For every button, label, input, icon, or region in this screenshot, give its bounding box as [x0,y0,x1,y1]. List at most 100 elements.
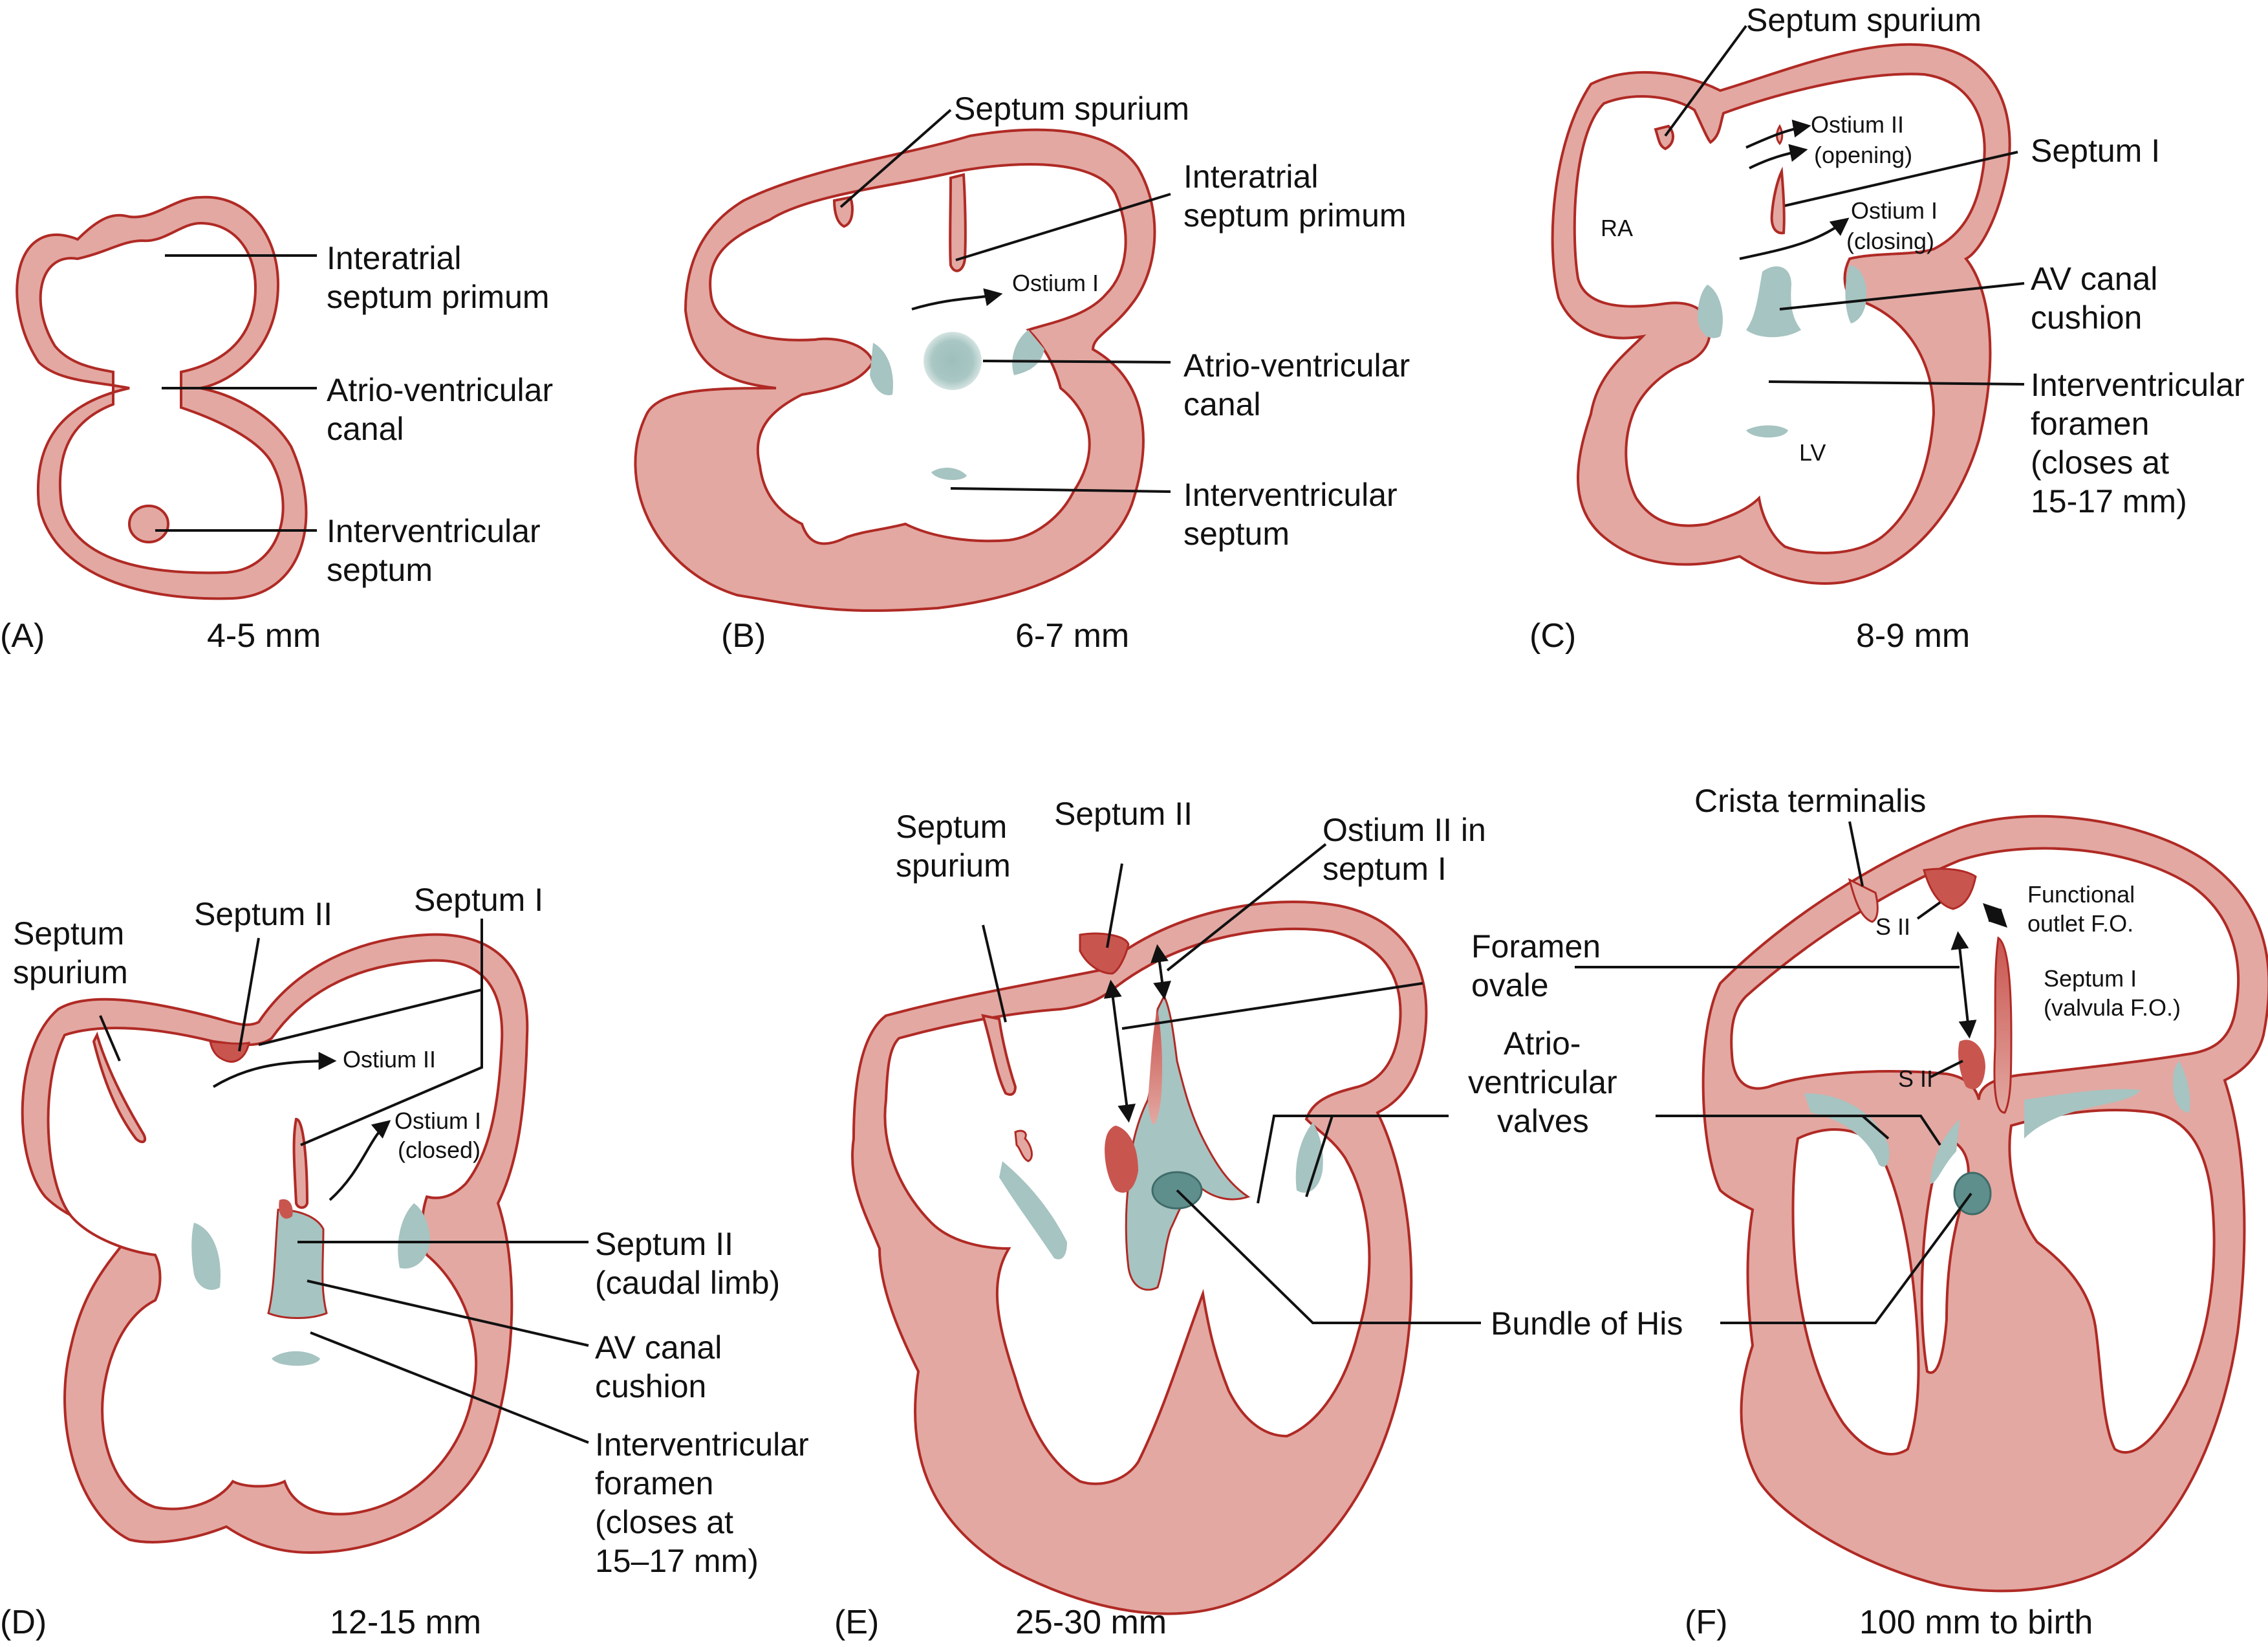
panel-e-letter: (E) [834,1604,879,1641]
panel-c-right-cushion [1845,265,1867,323]
panel-e-label-foramen: Foramen [1471,928,1601,965]
panel-d-leader-septum-ii [238,937,260,1052]
panel-e-leader-spurium [982,924,1007,1023]
panel-c-size: 8-9 mm [1856,617,1970,655]
panel-b-leader-iv [950,487,1171,493]
panel-b-av-canal-blob [923,332,982,390]
panel-b-label-iv: Interventricular [1183,477,1398,513]
panel-f-leader-s-ii-upper [1916,901,1941,920]
panel-e-label-ostium-ii: Ostium II in [1323,812,1486,848]
panel-b-letter: (B) [721,617,766,655]
panel-c-label-ostium-ii: Ostium II [1811,111,1904,138]
panel-a-label-iv: Interventricular [327,513,541,549]
panel-c-septum-i [1770,166,1786,235]
panel-d-leader-spurium [99,1015,121,1062]
panel-f-leader-valves-b [1859,1115,1921,1140]
panel-e-label-septum-i: septum I [1323,851,1447,887]
panel-f-outlet-arrow [1983,903,2007,928]
panel-b-label-interatrial: Interatrial [1183,158,1318,195]
panel-e-foramen-arrow-2 [1150,944,1171,1000]
panel-b-label-av: Atrio-ventricular [1183,347,1410,384]
panel-c-letter: (C) [1529,617,1576,655]
panel-c-leader-iv [1768,380,2025,386]
panel-c-label-closing: (closing) [1846,228,1934,254]
panel-f-letter: (F) [1685,1604,1727,1641]
panel-f-lv-cavity [2008,1109,2216,1454]
panel-c-label-ra: RA [1601,215,1633,241]
panel-b-ostium-arrow [911,288,1003,311]
panel-d-leader-iv [310,1331,589,1444]
panel-b-septum-spurium [832,195,854,228]
panel-d-caudal-limb [279,1199,293,1219]
panel-c-label-lv: LV [1799,439,1826,466]
panel-a: Interatrial septum primum Atrio-ventricu… [0,195,553,655]
panel-b-septum-primum [949,173,967,272]
panel-f-s-ii-lower [1958,1040,1985,1089]
panel-e-label-atrio: Atrio- [1504,1025,1581,1062]
panel-c-label-av: AV canal [2031,261,2157,297]
panel-d-label-septum-i: Septum I [414,882,543,918]
panel-e-label-septum-ii: Septum II [1054,796,1193,832]
panel-b-label-septum: septum [1183,516,1290,552]
panel-d-label-cushion: cushion [595,1368,706,1404]
panel-c-ostium-ii-arrow-1 [1745,119,1811,149]
panel-e-label-spurium: spurium [896,847,1011,884]
panel-c-label-foramen: foramen [2031,406,2149,442]
panel-c-leader-spurium [1664,25,1747,137]
panel-f-label-s-ii-lower: S II [1898,1065,1933,1092]
panel-e: Septum spurium Septum II Ostium II in se… [834,796,1683,1641]
panel-e-leader-his [1176,1189,1481,1324]
panel-e-septum-i-top [1148,1009,1163,1124]
panel-f-label-valvula: (valvula F.O.) [2044,994,2181,1021]
panel-e-label-his: Bundle of His [1491,1305,1683,1342]
panel-f-leader-s-ii-lower [1930,1060,1963,1078]
panel-e-right-cushion [1295,1122,1323,1193]
panel-f-label-outlet: outlet F.O. [2027,910,2133,937]
panel-d-spurium [92,1031,147,1144]
panel-d-label-iv: Interventricular [595,1426,809,1463]
panel-e-label-ovale: ovale [1471,967,1549,1003]
panel-f-atrium-cavity [1730,847,2240,1100]
panel-f-crista [1848,878,1879,923]
panel-a-label-av: Atrio-ventricular [327,372,553,408]
panel-f-s-ii-upper [1923,867,1977,910]
panel-a-size: 4-5 mm [207,617,321,655]
panel-d-label-foramen: foramen [595,1465,713,1501]
panel-a-iv-bump [128,505,169,543]
panel-e-left-cushion [999,1161,1067,1260]
panel-c-ostium-i-arrow [1739,217,1850,260]
panel-d-label-ostium-i: Ostium I [394,1107,481,1134]
panel-f-right-cushion [2173,1061,2190,1113]
panel-e-lower-septum-ii [1105,1126,1138,1193]
panel-b-cavity [709,163,1127,545]
panel-d-label-av: AV canal [595,1329,722,1366]
panel-b-right-cushion [1012,330,1044,375]
panel-a-label-canal: canal [327,411,404,447]
panel-c: Septum spurium Ostium II (opening) Septu… [1529,2,2245,655]
panel-f-label-s-ii-upper: S II [1875,913,1910,940]
panel-c-label-iv: Interventricular [2031,367,2245,403]
panel-e-leader-septum-ii [1106,863,1123,948]
panel-f-label-crista: Crista terminalis [1694,783,1926,819]
panel-f-valves [1804,1089,2141,1184]
panel-a-label-septum-primum: septum primum [327,279,550,315]
panel-d-label-closed: (closed) [398,1137,481,1163]
panel-d-leader-septum-i-b [300,990,483,1146]
panel-c-leader-septum-i [1784,151,2018,207]
panel-d-cavity [47,959,504,1516]
panel-e-label-valves: valves [1497,1103,1589,1139]
panel-e-label-ventricular: ventricular [1468,1064,1617,1100]
panel-d-label-septum-ii-2: Septum II [595,1226,733,1262]
panel-b-leader-primum [955,193,1171,261]
panel-f-foramen-arrow [1950,931,1977,1039]
panel-c-label-mm: 15-17 mm) [2031,483,2187,519]
panel-b-leader-spurium [839,109,952,208]
panel-b-label-septum-primum: septum primum [1183,197,1407,234]
panel-d-label-caudal: (caudal limb) [595,1265,780,1301]
panel-c-label-septum-i: Septum I [2031,133,2160,169]
panel-f-label-functional: Functional [2027,881,2135,908]
panel-d-letter: (D) [0,1604,47,1641]
panel-d-label-closes: (closes at [595,1504,733,1540]
panel-e-spurium-fragment [1014,1129,1033,1162]
